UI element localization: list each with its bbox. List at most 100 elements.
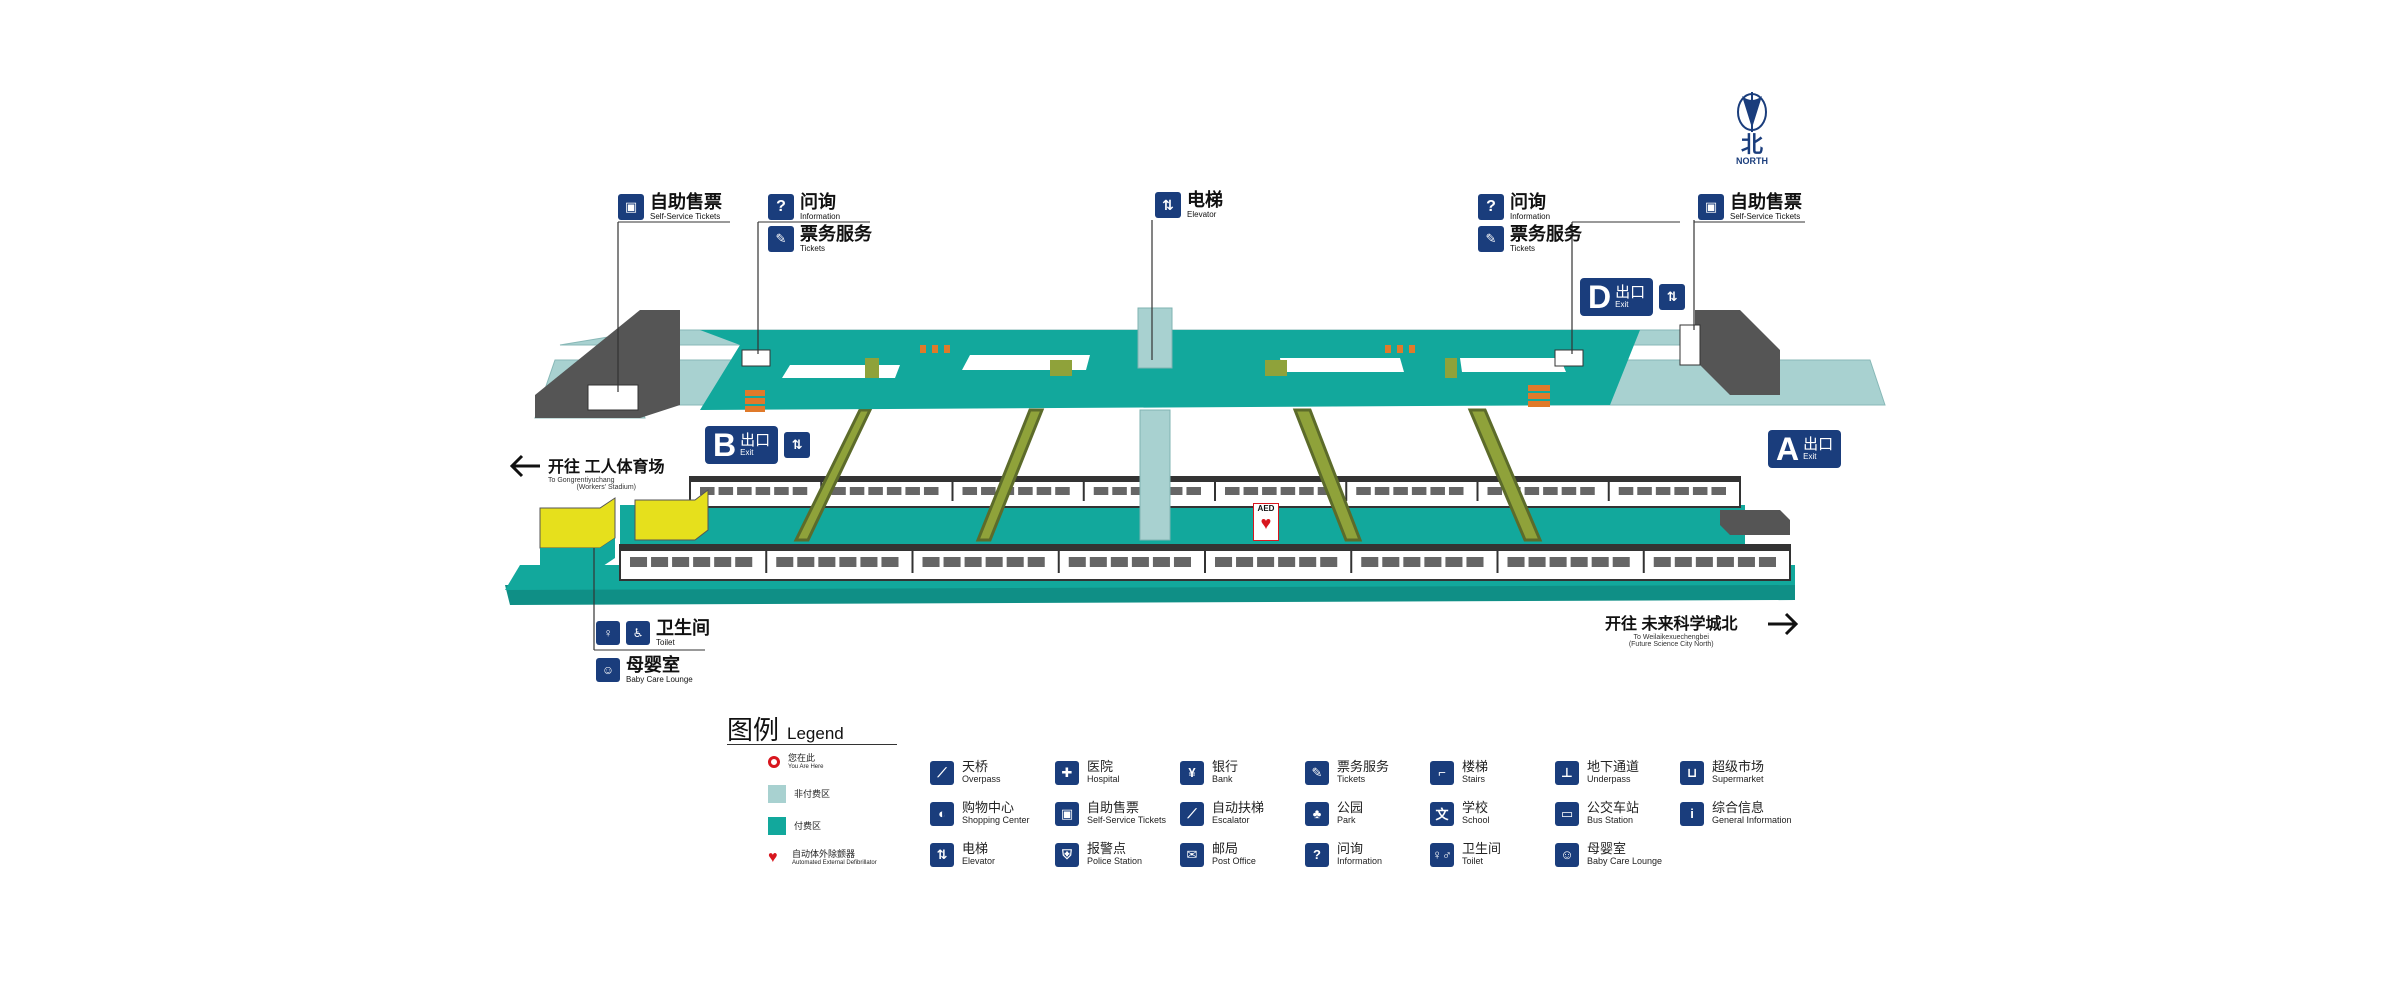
north-zh: 北 <box>1740 132 1763 157</box>
train-window <box>1131 557 1149 567</box>
direction-left-sub: (Workers' Stadium) <box>576 484 636 491</box>
train-window <box>962 487 978 495</box>
train-window <box>1110 557 1128 567</box>
legend-small-zh: 付费区 <box>794 821 822 831</box>
train-window <box>1262 487 1277 495</box>
left-entrance-block <box>535 310 680 418</box>
train-window <box>714 557 732 567</box>
exit-en: Exit <box>740 447 754 457</box>
train-window <box>1374 487 1390 495</box>
train-window <box>1695 557 1713 567</box>
train-window <box>905 487 920 495</box>
underpass-icon: ⊥ <box>1555 760 1579 785</box>
post-office-icon: ✉ <box>1180 842 1204 867</box>
baby-care-icon: ☺ <box>596 658 620 682</box>
train-window <box>1130 487 1146 495</box>
train-window <box>818 557 836 567</box>
train-window <box>1361 557 1379 567</box>
train-window <box>737 487 752 495</box>
north-compass-icon <box>1737 92 1767 132</box>
train-window <box>1424 557 1442 567</box>
callout-en: Self-Service Tickets <box>1730 212 1801 221</box>
callout-zh: 票务服务 <box>1510 224 1582 244</box>
train-window <box>981 487 996 495</box>
train-window <box>774 487 789 495</box>
legend-item-en: Escalator <box>1212 815 1250 825</box>
train-window <box>651 557 669 567</box>
information-icon: ? <box>1305 842 1329 867</box>
right-end-block <box>1720 510 1790 535</box>
callout-zh: 自助售票 <box>1730 192 1802 212</box>
shopping-center-icon: ◐ <box>930 801 954 826</box>
train-window <box>849 487 865 495</box>
legend-item-zh: 自动扶梯 <box>1212 800 1265 815</box>
legend-small-en: You Are Here <box>788 764 824 770</box>
school-icon: 文 <box>1430 801 1454 826</box>
escalator-icon: ⟋ <box>1180 801 1204 826</box>
exit-zh: 出口 <box>1615 283 1646 301</box>
legend-title-en: Legend <box>787 724 844 743</box>
callout-en: Information <box>800 212 841 221</box>
train-window <box>1653 557 1671 567</box>
train-window <box>1445 557 1463 567</box>
legend-item-zh: 自助售票 <box>1087 800 1140 815</box>
right-arrow-icon <box>1768 612 1799 636</box>
toilet-accessible-icon: ♿ <box>626 621 650 645</box>
callout-en: Tickets <box>1510 244 1536 253</box>
train-window <box>1173 557 1191 567</box>
legend-item-zh: 天桥 <box>962 759 989 774</box>
north-label: 北 NORTH <box>1734 132 1770 167</box>
train-window <box>1487 487 1503 495</box>
legend-item-en: Underpass <box>1587 774 1631 784</box>
callout-zh: 电梯 <box>1187 190 1223 210</box>
train-window <box>1570 557 1588 567</box>
train-window <box>1528 557 1546 567</box>
train-window <box>1112 487 1127 495</box>
train-window <box>831 487 846 495</box>
legend-small-zh: 自动体外除颤器 <box>792 849 856 859</box>
callout-en: Baby Care Lounge <box>626 675 693 684</box>
train-window <box>1618 487 1634 495</box>
elevator-icon: ⇅ <box>1155 192 1181 218</box>
police-station-icon: ⛨ <box>1055 842 1079 867</box>
train-window <box>1027 557 1045 567</box>
train-window <box>1356 487 1371 495</box>
train-window <box>1430 487 1445 495</box>
train-window <box>1561 487 1577 495</box>
legend-divider <box>727 744 897 745</box>
legend-title-zh: 图例 <box>727 715 780 745</box>
information-icon: ? <box>1478 194 1504 220</box>
train-window <box>1448 487 1464 495</box>
legend-item-en: Bank <box>1212 774 1233 784</box>
north-en: NORTH <box>1736 156 1768 166</box>
legend-item-zh: 票务服务 <box>1337 759 1390 774</box>
train-window <box>1591 557 1609 567</box>
direction-left-zh: 开往 工人体育场 <box>548 459 665 476</box>
train-window <box>1055 487 1070 495</box>
train-window <box>943 557 961 567</box>
supermarket-icon: ⊔ <box>1680 760 1704 785</box>
train-window <box>1692 487 1708 495</box>
train-window <box>1278 557 1296 567</box>
callout-zh: 票务服务 <box>800 224 872 244</box>
train-window <box>1236 557 1254 567</box>
train-window <box>1036 487 1052 495</box>
legend-item-en: Toilet <box>1462 856 1484 866</box>
train-window <box>1674 487 1689 495</box>
train-window <box>1674 557 1692 567</box>
